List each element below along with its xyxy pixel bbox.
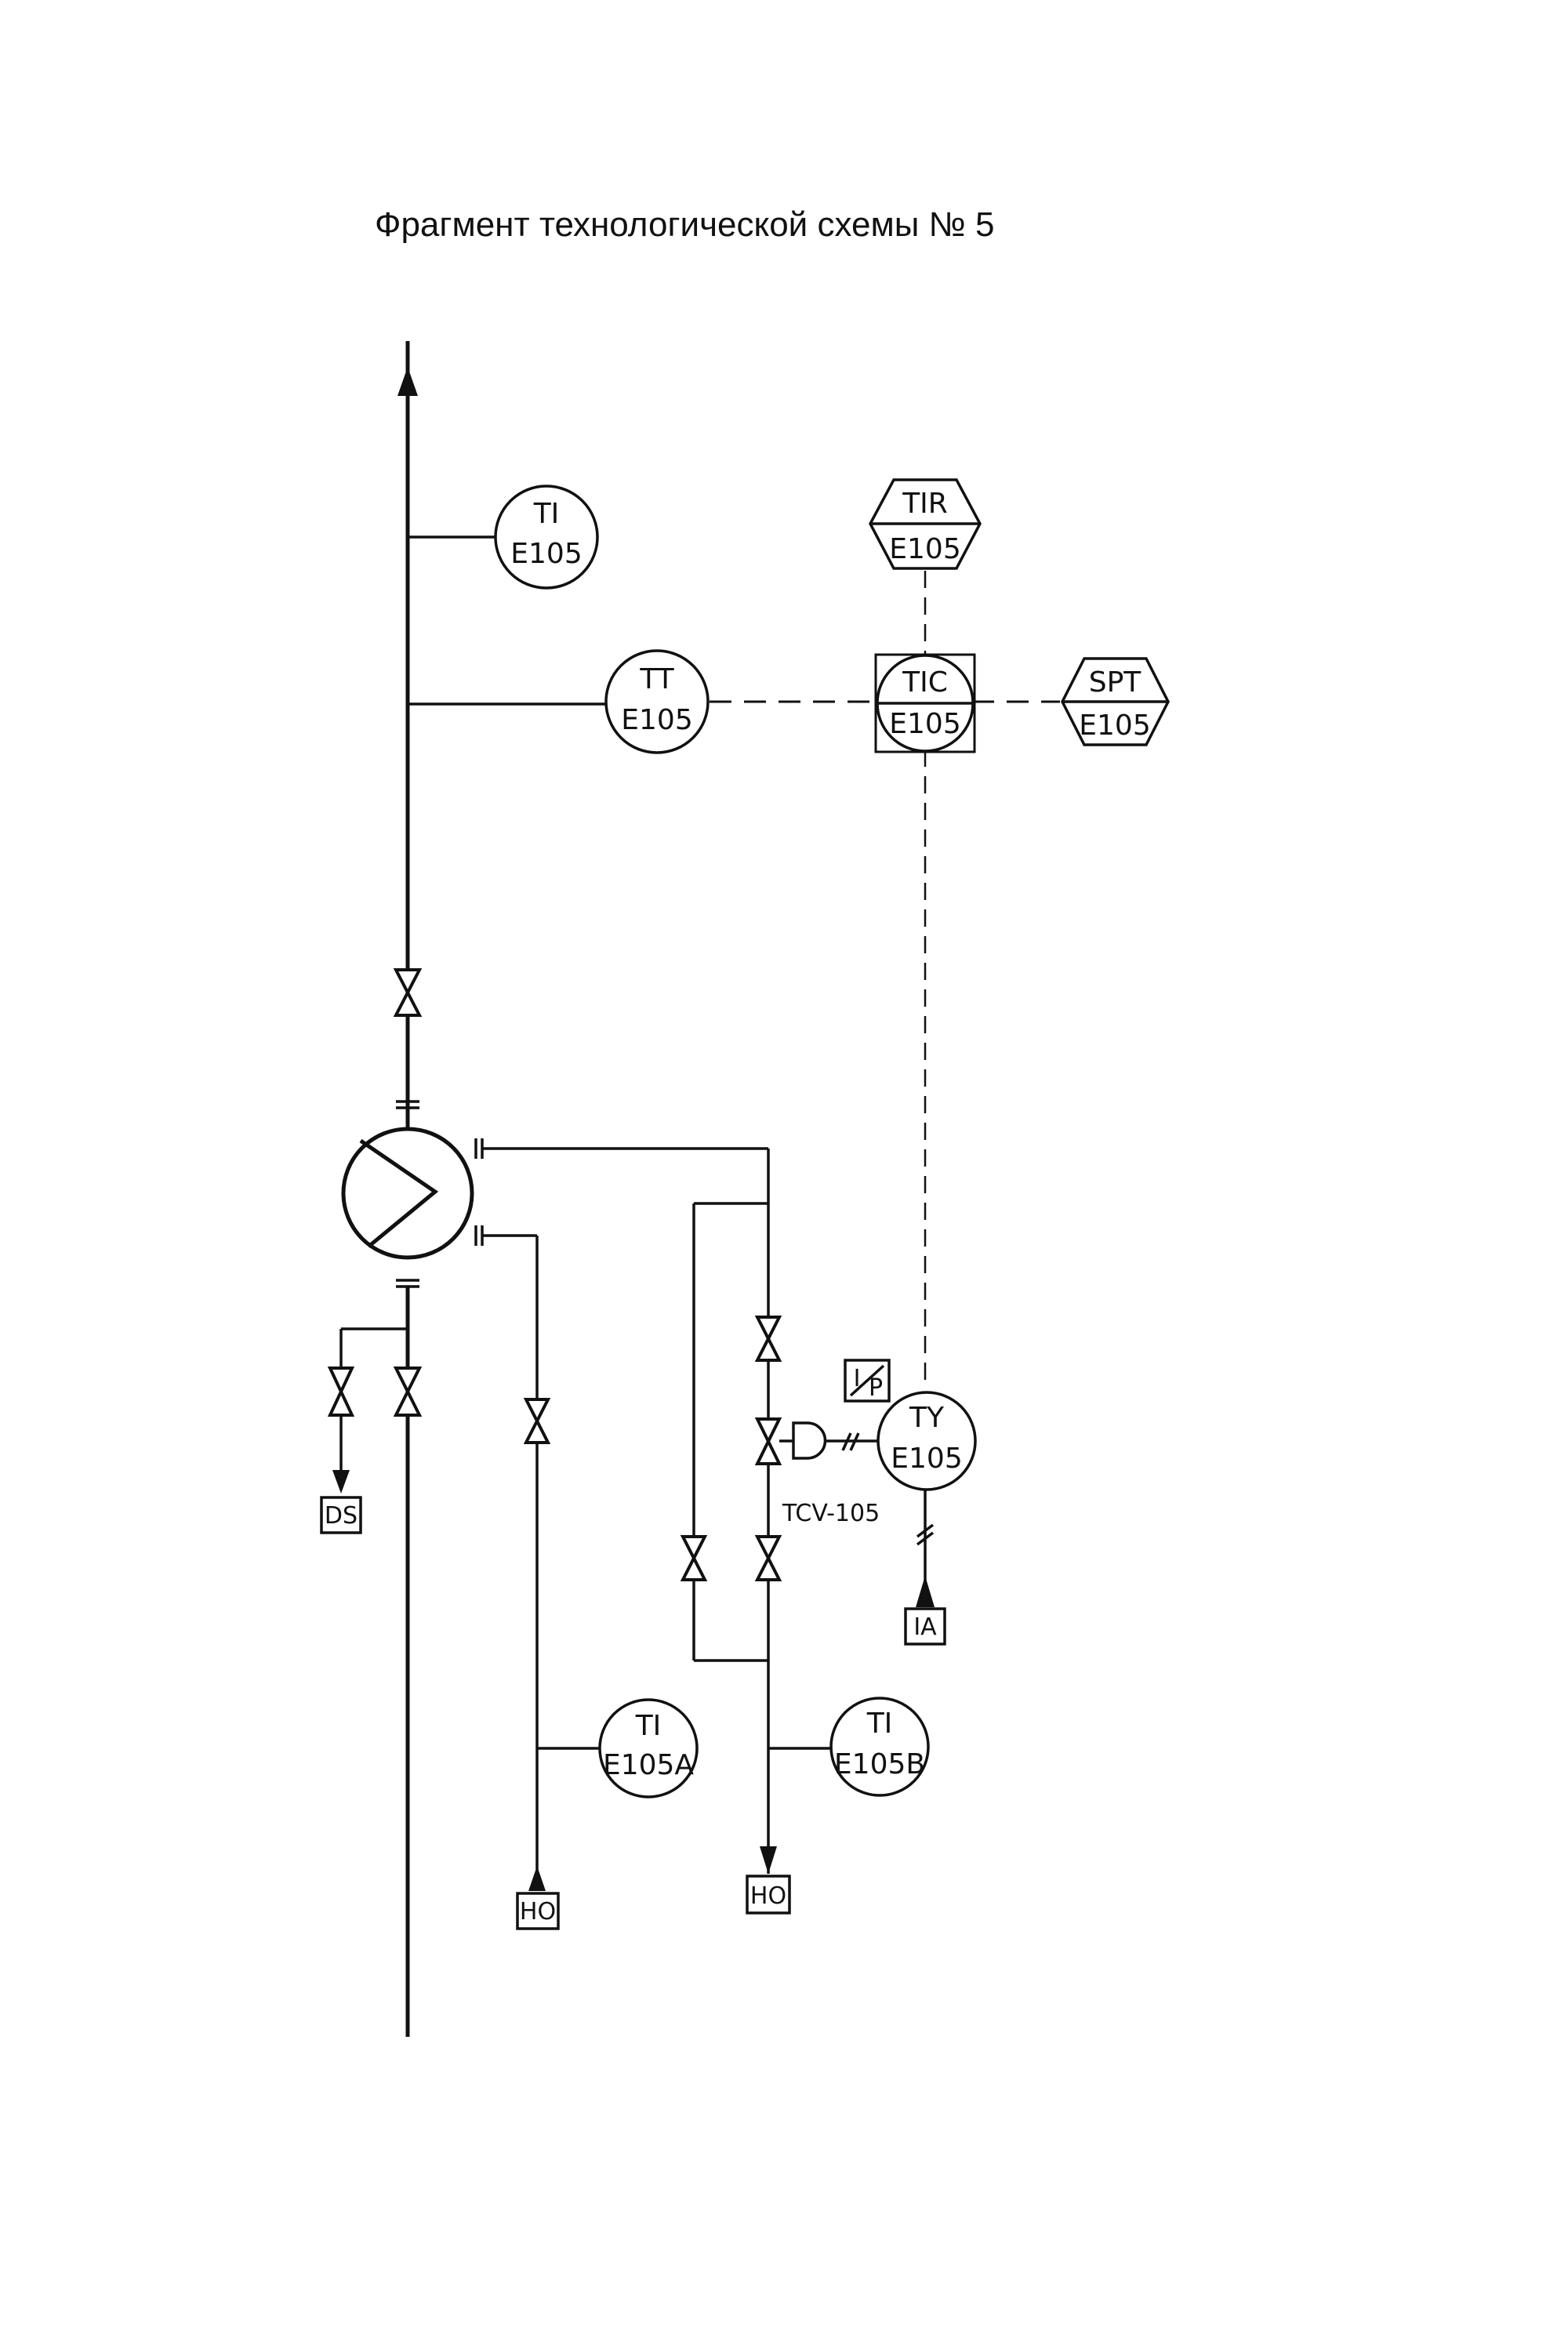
terminal-ds: DS — [320, 1496, 362, 1534]
ty-line1: TY — [909, 1402, 945, 1434]
terminal-ho-right: HO — [746, 1875, 791, 1915]
instrument-tir[interactable]: TIR E105 — [869, 478, 982, 570]
tir-line2: E105 — [889, 533, 960, 565]
instrument-spt[interactable]: SPT E105 — [1061, 657, 1170, 746]
terminal-ia-label: IA — [913, 1613, 937, 1641]
valve-main-bottom[interactable] — [393, 1367, 423, 1417]
instrument-ti-a[interactable]: TI E105A — [598, 1698, 699, 1798]
terminal-ho-right-label: HO — [750, 1882, 786, 1910]
valve-tag-label: TCV-105 — [782, 1500, 880, 1527]
tt-line2: E105 — [621, 704, 692, 736]
ti-top-line1: TI — [533, 498, 560, 530]
terminal-ho-left-label: HO — [520, 1898, 556, 1926]
drain-branch — [332, 1327, 408, 1494]
tt-line1: TT — [639, 663, 674, 695]
valve-upstream[interactable] — [754, 1316, 782, 1362]
instrument-ty[interactable]: TY E105 — [877, 1391, 977, 1491]
valve-main-top[interactable] — [393, 968, 423, 1017]
page-title: Фрагмент технологической схемы № 5 — [375, 205, 995, 244]
tir-line1: TIR — [902, 488, 948, 520]
heating-return-line — [482, 1234, 600, 1891]
tic-line1: TIC — [902, 666, 948, 699]
ty-line2: E105 — [891, 1443, 962, 1475]
terminal-ho-left: HO — [516, 1892, 560, 1930]
spt-line2: E105 — [1079, 710, 1150, 742]
ti-a-line1: TI — [635, 1710, 662, 1742]
spt-line1: SPT — [1089, 666, 1142, 699]
signal-lines — [710, 571, 1060, 1381]
control-valve-tcv105[interactable] — [754, 1417, 827, 1465]
heat-exchanger — [341, 1127, 474, 1260]
valve-drain[interactable] — [327, 1367, 355, 1417]
ty-signal — [825, 1432, 878, 1451]
instrument-tic[interactable]: TIC E105 — [874, 653, 976, 753]
instrument-tt[interactable]: TT E105 — [604, 649, 710, 754]
converter-p: P — [869, 1374, 883, 1402]
instrument-ti-top[interactable]: TI E105 — [494, 485, 599, 590]
instrument-ti-b[interactable]: TI E105B — [829, 1697, 930, 1797]
ti-a-line2: E105A — [603, 1749, 694, 1781]
tic-line2: E105 — [889, 708, 960, 740]
ti-top-line2: E105 — [510, 538, 582, 570]
heating-supply-line — [482, 1147, 831, 1874]
ip-converter: I P — [844, 1359, 891, 1403]
valve-bypass[interactable] — [680, 1535, 708, 1581]
ti-b-line1: TI — [866, 1708, 893, 1740]
terminal-ia: IA — [904, 1607, 946, 1646]
instrument-air-line — [916, 1490, 935, 1607]
terminal-ds-label: DS — [325, 1502, 358, 1530]
converter-i: I — [854, 1365, 861, 1392]
valve-downstream[interactable] — [754, 1535, 782, 1581]
valve-return[interactable] — [523, 1398, 551, 1444]
ti-b-line2: E105B — [834, 1748, 925, 1780]
